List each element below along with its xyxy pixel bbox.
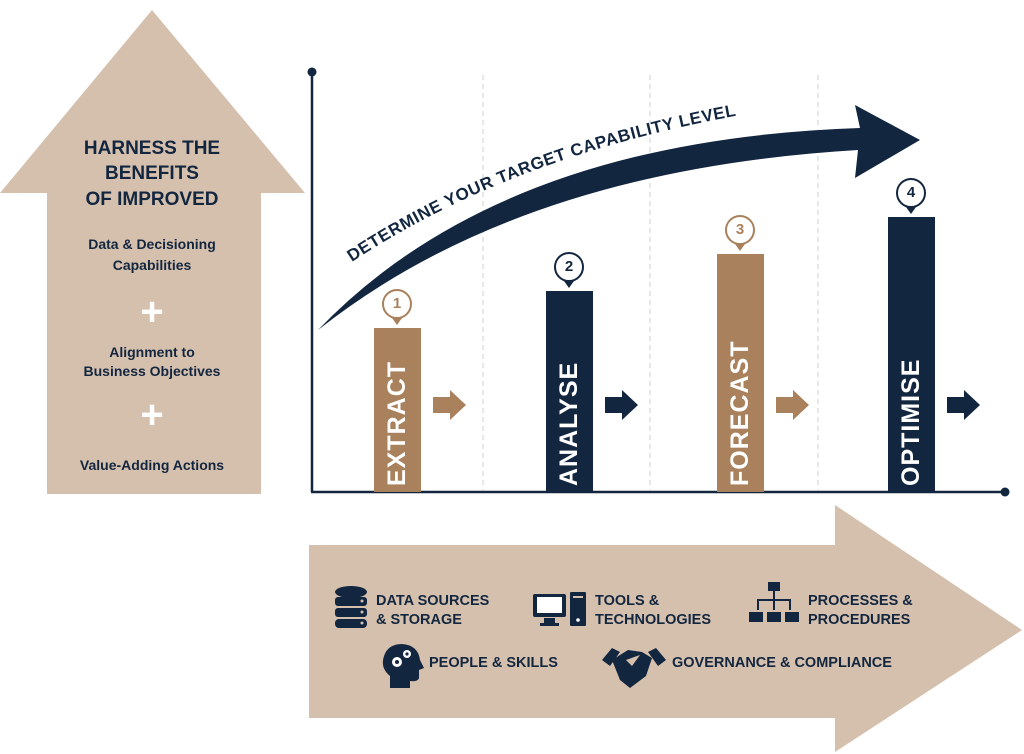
stage-bar-forecast bbox=[717, 254, 764, 492]
up-arrow bbox=[0, 10, 305, 494]
head-gears-icon bbox=[382, 644, 424, 688]
benefit-1-line-1: Data & Decisioning bbox=[88, 236, 216, 252]
next-arrow-icon bbox=[776, 390, 809, 420]
stage-label: OPTIMISE bbox=[897, 358, 925, 486]
heading-line-1: HARNESS THE bbox=[83, 138, 221, 159]
enabler-people: PEOPLE & SKILLS bbox=[429, 655, 558, 671]
next-arrow-icon bbox=[605, 390, 638, 420]
gridlines bbox=[482, 75, 819, 490]
stage-bar-analyse bbox=[546, 291, 593, 492]
enabler-processes: PROCESSES &PROCEDURES bbox=[808, 593, 913, 628]
enabler-governance: GOVERNANCE & COMPLIANCE bbox=[672, 655, 892, 671]
enabler-tools: TOOLS &TECHNOLOGIES bbox=[595, 593, 712, 628]
stage-number-pin: 1 bbox=[382, 289, 412, 325]
database-icon bbox=[335, 586, 367, 628]
next-arrow-icon bbox=[947, 390, 980, 420]
computer-icon bbox=[533, 592, 586, 626]
benefit-3: Value-Adding Actions bbox=[79, 457, 225, 473]
stage-label: EXTRACT bbox=[383, 360, 411, 486]
stage-label: FORECAST bbox=[726, 340, 754, 487]
handshake-icon bbox=[602, 648, 666, 688]
stage-bar-extract bbox=[374, 328, 421, 492]
heading-line-2: BENEFITS bbox=[105, 163, 199, 184]
stage-bar-optimise bbox=[888, 217, 935, 492]
heading-line-3: OF IMPROVED bbox=[85, 189, 219, 210]
plus-icon: + bbox=[140, 290, 164, 334]
stage-number-pin: 3 bbox=[725, 215, 755, 251]
stage-label: ANALYSE bbox=[555, 361, 583, 486]
stage-number-pin: 4 bbox=[896, 178, 926, 214]
benefit-2-line-2: Business Objectives bbox=[83, 363, 221, 379]
benefit-1-line-2: Capabilities bbox=[112, 257, 192, 273]
stage-number-pin: 2 bbox=[554, 252, 584, 288]
org-chart-icon bbox=[749, 582, 799, 622]
enabler-data-sources: DATA SOURCES& STORAGE bbox=[376, 593, 490, 628]
curve-label: DETERMINE YOUR TARGET CAPABILITY LEVEL bbox=[344, 101, 738, 265]
right-arrow bbox=[309, 505, 1022, 752]
plus-icon: + bbox=[140, 393, 164, 437]
benefit-2-line-1: Alignment to bbox=[109, 344, 195, 360]
next-arrow-icon bbox=[433, 390, 466, 420]
